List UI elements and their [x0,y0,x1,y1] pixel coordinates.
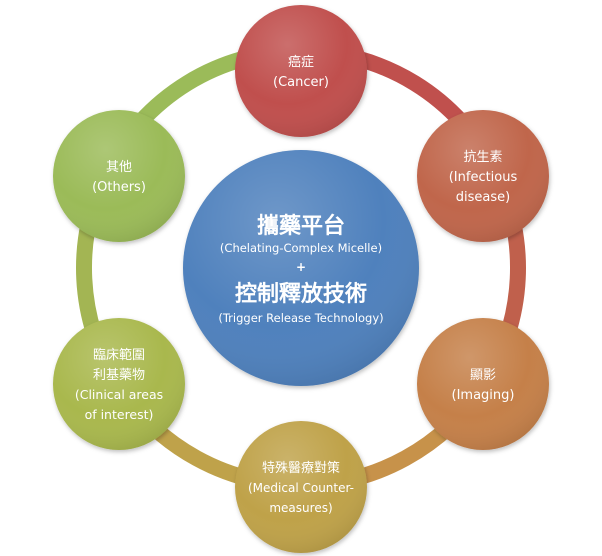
center-subtitle-zh: 控制釋放技術 [235,281,367,307]
outer-nodes: 癌症 (Cancer) 抗生素 (Infectious disease) 顯影 (Imagi… [53,5,549,553]
node-infectious: 抗生素 (Infectious disease) [417,110,549,242]
node-label-clinical-3: of interest) [85,407,154,422]
node-imaging: 顯影 (Imaging) [417,318,549,450]
node-shine-cancer [235,5,367,137]
center-title-en: (Chelating-Complex Micelle) [220,241,382,255]
node-label-infectious-1: (Infectious [449,170,518,185]
node-shine-imaging [417,318,549,450]
node-label-medical-0: 特殊醫療對策 [262,460,340,476]
node-shine-others [53,110,185,242]
node-label-clinical-1: 利基藥物 [93,368,145,383]
center-title-zh: 攜藥平台 [257,213,345,239]
node-label-infectious-2: disease) [456,190,510,205]
node-label-cancer-1: (Cancer) [273,75,329,90]
node-shine-medical [235,421,367,553]
node-label-imaging-0: 顯影 [470,368,496,383]
node-label-medical-1: (Medical Counter- [248,481,354,495]
node-label-others-1: (Others) [92,180,146,195]
node-shine-infectious [417,110,549,242]
node-label-clinical-0: 臨床範圍 [93,348,145,363]
node-label-medical-2: measures) [269,501,332,515]
node-label-cancer-0: 癌症 [288,54,314,70]
node-medical: 特殊醫療對策 (Medical Counter-measures) [235,421,367,553]
node-label-infectious-0: 抗生素 [463,150,502,165]
center-plus: + [296,260,306,274]
node-others: 其他 (Others) [53,110,185,242]
node-cancer: 癌症 (Cancer) [235,5,367,137]
node-shine-clinical [53,318,185,450]
node-label-clinical-2: (Clinical areas [75,387,163,402]
center-subtitle-en: (Trigger Release Technology) [218,311,383,325]
center-circle-shine [183,150,419,386]
node-label-imaging-1: (Imaging) [452,388,515,403]
center-node: 攜藥平台 (Chelating-Complex Micelle) + 控制釋放技… [183,150,419,386]
node-label-others-0: 其他 [106,160,132,175]
